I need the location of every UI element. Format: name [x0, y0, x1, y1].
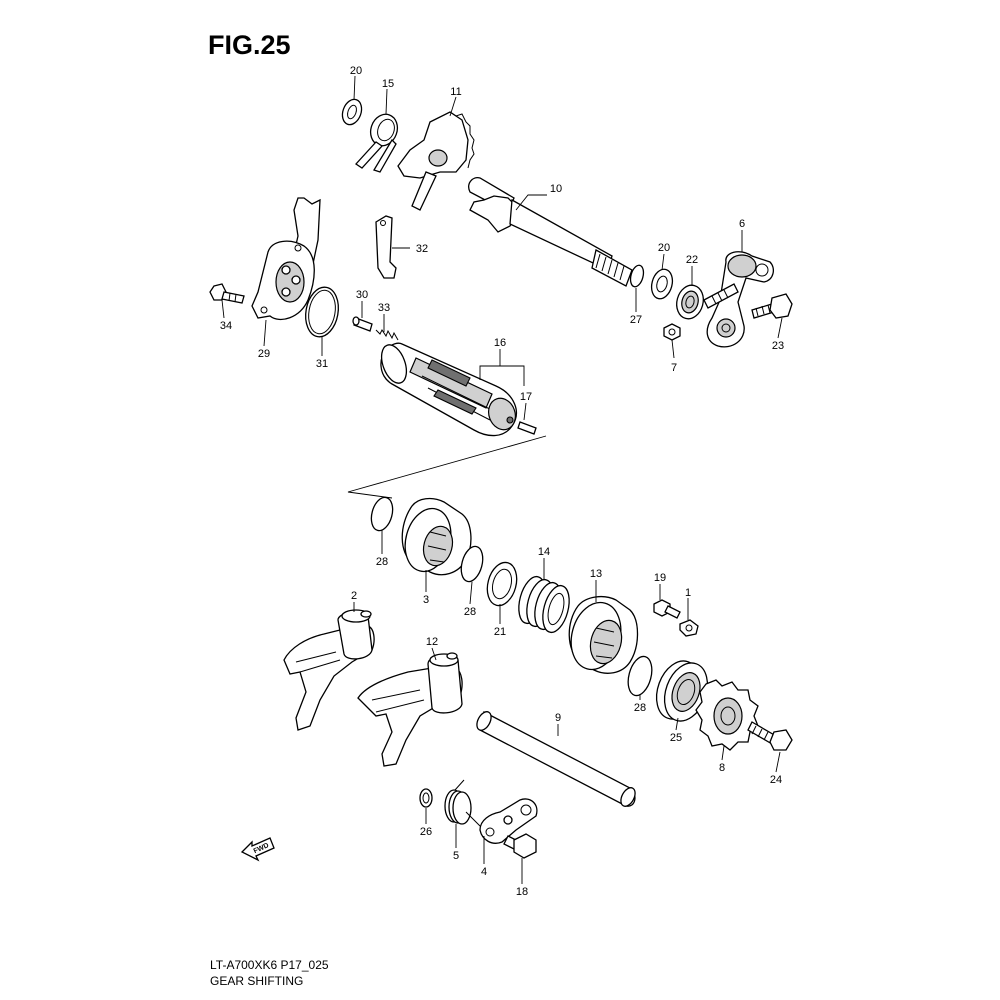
part-shift-arm-11: [397, 111, 475, 211]
callout-26: 26: [420, 826, 432, 838]
part-washer-21: [486, 561, 518, 607]
part-gear-shift-shaft-10: [468, 177, 633, 287]
callout-24: 24: [770, 774, 782, 786]
callout-22: 22: [686, 254, 698, 266]
part-bolt-23: [751, 293, 793, 319]
part-screw-19: [653, 599, 681, 619]
callout-19: 19: [654, 572, 666, 584]
callout-7: 7: [671, 362, 677, 374]
callout-17: 17: [520, 391, 532, 403]
part-stopper-gear-8: [695, 679, 759, 751]
callout-20-right: 20: [658, 242, 670, 254]
group-connector-line: [347, 435, 547, 499]
callout-15: 15: [382, 78, 394, 90]
part-bolt-18: [503, 833, 537, 859]
callout-labels: 20 15 11 10 6 22 20 27 7 23 32 34 29 31 …: [220, 65, 784, 898]
callout-31: 31: [316, 358, 328, 370]
callout-20-top: 20: [350, 65, 362, 77]
callout-28-middle: 28: [464, 606, 476, 618]
part-washer-1: [679, 619, 699, 637]
part-washer-20-right: [650, 268, 674, 300]
callout-2: 2: [351, 590, 357, 602]
callout-23: 23: [772, 340, 784, 352]
part-pin-30: [352, 316, 373, 332]
part-spring-5: [444, 779, 481, 827]
part-washer-26: [419, 788, 433, 808]
callout-29: 29: [258, 348, 270, 360]
fwd-arrow-icon: FWD: [240, 837, 275, 862]
reference-code: LT-A700XK6 P17_025: [210, 958, 329, 972]
callout-11: 11: [450, 86, 461, 98]
part-spring-14: [518, 575, 570, 634]
callout-28-right: 28: [634, 702, 646, 714]
callout-33: 33: [378, 302, 390, 314]
callout-21: 21: [494, 626, 506, 638]
part-circlip-27: [629, 264, 645, 288]
callout-25: 25: [670, 732, 682, 744]
callout-1: 1: [685, 587, 691, 599]
part-o-ring-31: [305, 286, 339, 338]
part-gear-13: [568, 595, 639, 674]
part-cam-gear-3: [401, 497, 472, 576]
figure-title: FIG.25: [208, 30, 291, 60]
part-lever-pinch-bolt: [703, 283, 739, 309]
figure-caption: GEAR SHIFTING: [210, 974, 304, 988]
callout-12: 12: [426, 636, 438, 648]
part-bearing-25: [655, 660, 709, 722]
part-washer-20-top: [341, 98, 363, 126]
callout-8: 8: [719, 762, 725, 774]
part-stopper-arm-4: [479, 798, 538, 844]
callout-30: 30: [356, 289, 368, 301]
part-pin-17: [517, 421, 537, 435]
callout-14: 14: [538, 546, 550, 558]
callout-6: 6: [739, 218, 745, 230]
part-shift-lever-6: [706, 251, 775, 348]
callout-3: 3: [423, 594, 429, 606]
part-gearshift-cam-16: [380, 342, 517, 437]
part-bolt-24: [747, 721, 793, 751]
part-oil-seal-22: [676, 284, 704, 320]
callout-13: 13: [590, 568, 602, 580]
part-stopper-32: [375, 215, 397, 279]
callout-16: 16: [494, 337, 506, 349]
callout-28-left: 28: [376, 556, 388, 568]
part-circlip-28-right: [627, 655, 653, 697]
part-cover-29: [251, 197, 321, 321]
part-spring-33: [375, 329, 399, 341]
callout-4: 4: [481, 866, 487, 878]
part-shaft-9: [476, 711, 636, 807]
callout-9: 9: [555, 712, 561, 724]
part-nut-7: [663, 323, 681, 341]
callout-5: 5: [453, 850, 459, 862]
callout-27: 27: [630, 314, 642, 326]
callout-34: 34: [220, 320, 232, 332]
leader-lines: [221, 75, 783, 884]
callout-18: 18: [516, 886, 528, 898]
callout-10: 10: [550, 183, 562, 195]
part-shift-fork-12: [357, 652, 463, 767]
part-circlip-28-left: [370, 496, 394, 532]
part-shift-fork-2: [283, 609, 375, 731]
part-bolt-34: [209, 283, 245, 304]
part-circlip-28-middle: [460, 545, 484, 583]
part-spring-15: [355, 113, 399, 173]
callout-32: 32: [416, 243, 428, 255]
